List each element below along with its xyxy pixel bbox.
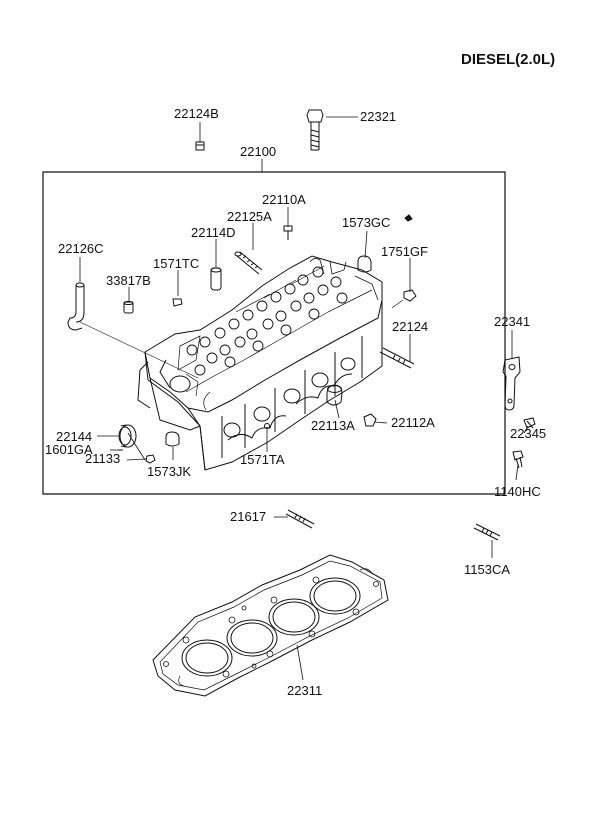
stud-1153ca-part xyxy=(474,524,500,540)
part-label-33817b: 33817B xyxy=(106,273,151,288)
part-label-21133: 21133 xyxy=(85,451,121,466)
cap-1573gc-part xyxy=(358,256,371,272)
part-label-22110a: 22110A xyxy=(262,192,306,207)
bolt-22345-part xyxy=(524,418,535,428)
part-label-1573gc: 1573GC xyxy=(342,215,391,230)
plug-22112a-part xyxy=(364,414,376,426)
bolt-22110a-part xyxy=(284,226,292,240)
plug-1573jk-part xyxy=(166,432,179,446)
bolt-1140hc-part xyxy=(513,451,523,468)
part-label-22114d: 22114D xyxy=(191,225,236,240)
part-label-22311: 22311 xyxy=(287,683,323,698)
part-label-21617: 21617 xyxy=(230,509,267,524)
bolt-22321-part xyxy=(307,110,323,150)
plug-21133-part xyxy=(146,455,155,463)
part-label-1140hc: 1140HC xyxy=(494,484,541,499)
part-label-22345: 22345 xyxy=(510,426,547,441)
part-label-22144: 22144 xyxy=(56,429,93,444)
part-label-22126c: 22126C xyxy=(58,241,104,256)
part-label-22113a: 22113A xyxy=(311,418,355,433)
stud-21617-part xyxy=(286,510,314,528)
plug-22124b-part xyxy=(196,142,204,150)
part-label-1573jk: 1573JK xyxy=(147,464,192,479)
leader-lines xyxy=(80,117,528,680)
clip-part xyxy=(405,215,412,221)
part-label-22124b: 22124B xyxy=(174,106,219,121)
stud-22125a-part xyxy=(235,252,262,274)
cylinder-head-part xyxy=(138,256,382,470)
dowel-22114d-part xyxy=(211,268,221,290)
part-label-1601ga: 1601GA xyxy=(45,442,93,457)
sleeve-33817b-part xyxy=(124,302,133,314)
assembly-frame xyxy=(43,172,505,494)
seal-22144-part xyxy=(119,425,136,447)
bolt-1571tc-part xyxy=(173,299,182,306)
part-label-22341: 22341 xyxy=(494,314,531,329)
pipe-22126c-part xyxy=(68,283,84,330)
bracket-22341-part xyxy=(503,357,520,410)
part-label-22321: 22321 xyxy=(360,109,397,124)
plug-1751gf-part xyxy=(404,290,416,301)
part-label-22124: 22124 xyxy=(392,319,429,334)
part-label-1571tc: 1571TC xyxy=(153,256,200,271)
head-gasket-part xyxy=(153,555,388,696)
part-label-22125a: 22125A xyxy=(227,209,272,224)
part-label-1571ta: 1571TA xyxy=(240,452,285,467)
diagram-title: DIESEL(2.0L) xyxy=(461,51,556,68)
stud-22124-part xyxy=(380,348,414,368)
part-label-1751gf: 1751GF xyxy=(381,244,428,259)
bolt-1571ta-part xyxy=(265,424,270,429)
part-label-22112a: 22112A xyxy=(391,415,435,430)
part-label-1153ca: 1153CA xyxy=(464,562,511,577)
part-label-22100: 22100 xyxy=(240,144,277,159)
